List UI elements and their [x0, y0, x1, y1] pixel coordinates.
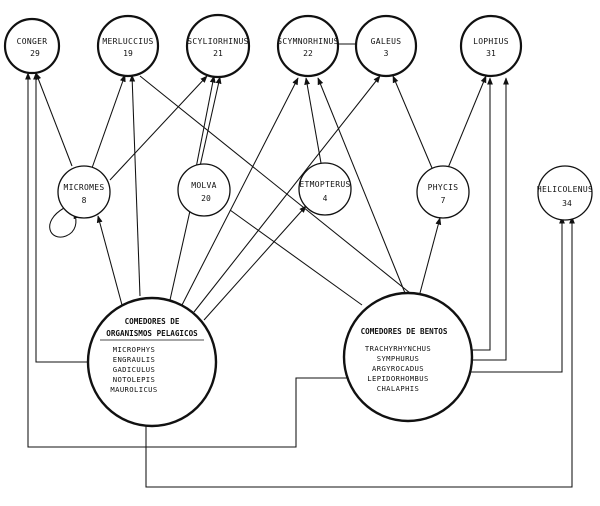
pelagic-item: MICROPHYS [113, 345, 156, 354]
node-micromes-number: 8 [82, 196, 87, 205]
node-merluccius-number: 19 [123, 49, 133, 58]
edge-micromes-to-conger [35, 72, 73, 167]
node-scyliorhinus-number: 21 [213, 49, 223, 58]
benthic-item: TRACHYRHYNCHUS [365, 344, 431, 353]
benthic-title: COMEDORES DE BENTOS [361, 327, 448, 336]
node-lophius-number: 31 [486, 49, 496, 58]
edge-pelagic-to-etmopterus [203, 205, 307, 321]
node-molva-number: 20 [201, 194, 211, 203]
node-conger-name: CONGER [17, 37, 48, 46]
edge-molva-to-benthic [229, 209, 363, 306]
edge-benthic-to-scymnorhinus [317, 77, 406, 294]
node-molva: MOLVA 20 [177, 163, 231, 217]
pelagic-item: NOTOLEPIS [113, 375, 156, 384]
edge-pelagic-to-micromes [96, 215, 123, 306]
node-phycis-number: 7 [441, 196, 446, 205]
benthic-item: ARGYROCADUS [372, 364, 424, 373]
edge-micromes-self-loop [49, 207, 80, 238]
pelagic-item: ENGRAULIS [113, 355, 156, 364]
edge-phycis-to-lophius [447, 75, 487, 169]
edges [25, 43, 575, 488]
pelagic-item: GADICULUS [113, 365, 156, 374]
edge-benthic-to-phycis [419, 217, 442, 294]
edge-etmopterus-to-scymnorhinus [304, 77, 322, 164]
edge-pelagic-to-helicolenus [145, 216, 575, 488]
node-scyliorhinus-name: SCYLIORHINUS [187, 37, 248, 46]
edge-micromes-to-merluccius [91, 74, 126, 169]
benthic-item: CHALAPHIS [377, 384, 420, 393]
node-molva-name: MOLVA [191, 181, 217, 190]
node-conger: CONGER 29 [3, 17, 61, 75]
edge-pelagic-to-merluccius [129, 74, 141, 297]
node-phycis-name: PHYCIS [428, 183, 459, 192]
edge-benthic-to-lophius-b [472, 77, 509, 361]
pelagic-title-line2: ORGANISMOS PELAGICOS [106, 329, 198, 338]
edge-pelagic-to-galeus [193, 75, 381, 313]
edge-phycis-to-galeus [392, 75, 433, 169]
edge-benthic-to-conger [25, 72, 360, 448]
pelagic-item: MAUROLICUS [110, 385, 157, 394]
node-scymnorhinus-name: SCYMNORHINUS [277, 37, 338, 46]
node-micromes-name: MICROMES [64, 183, 105, 192]
edge-micromes-to-scyliorhinus [109, 75, 208, 181]
edge-benthic-to-helicolenus [470, 216, 565, 373]
pelagic-title-line1: COMEDORES DE [125, 317, 180, 326]
node-galeus: GALEUS 3 [354, 14, 418, 78]
node-scymnorhinus: SCYMNORHINUS 22 [276, 14, 340, 78]
node-benthic-feeders: COMEDORES DE BENTOS TRACHYRHYNCHUS SYMPH… [342, 291, 474, 423]
edge-pelagic-to-scymnorhinus [181, 77, 299, 306]
edge-merluccius-to-benthic [139, 75, 411, 294]
node-lophius-name: LOPHIUS [473, 37, 509, 46]
benthic-item: LEPIDORHOMBUS [367, 374, 428, 383]
edge-benthic-to-lophius-a [470, 77, 493, 351]
node-micromes: MICROMES 8 [57, 165, 111, 219]
node-scyliorhinus: SCYLIORHINUS 21 [185, 13, 251, 79]
node-phycis: PHYCIS 7 [416, 165, 470, 219]
node-merluccius-name: MERLUCCIUS [102, 37, 153, 46]
node-lophius: LOPHIUS 31 [459, 14, 523, 78]
node-helicolenus-name: HELICOLENUS [537, 185, 593, 194]
node-scymnorhinus-number: 22 [303, 49, 313, 58]
edge-pelagic-to-conger [33, 72, 112, 363]
benthic-item: SYMPHURUS [377, 354, 420, 363]
node-etmopterus: ETMOPTERUS 4 [298, 162, 352, 216]
edge-molva-to-scyliorhinus [195, 75, 216, 169]
node-etmopterus-name: ETMOPTERUS [299, 180, 350, 189]
node-helicolenus: HELICOLENUS 34 [537, 165, 593, 221]
node-merluccius: MERLUCCIUS 19 [96, 14, 160, 78]
node-galeus-number: 3 [384, 49, 389, 58]
node-conger-number: 29 [30, 49, 40, 58]
node-galeus-name: GALEUS [371, 37, 402, 46]
node-etmopterus-number: 4 [323, 194, 328, 203]
node-helicolenus-number: 34 [562, 199, 572, 208]
node-pelagic-feeders: COMEDORES DE ORGANISMOS PELAGICOS MICROP… [86, 296, 218, 428]
